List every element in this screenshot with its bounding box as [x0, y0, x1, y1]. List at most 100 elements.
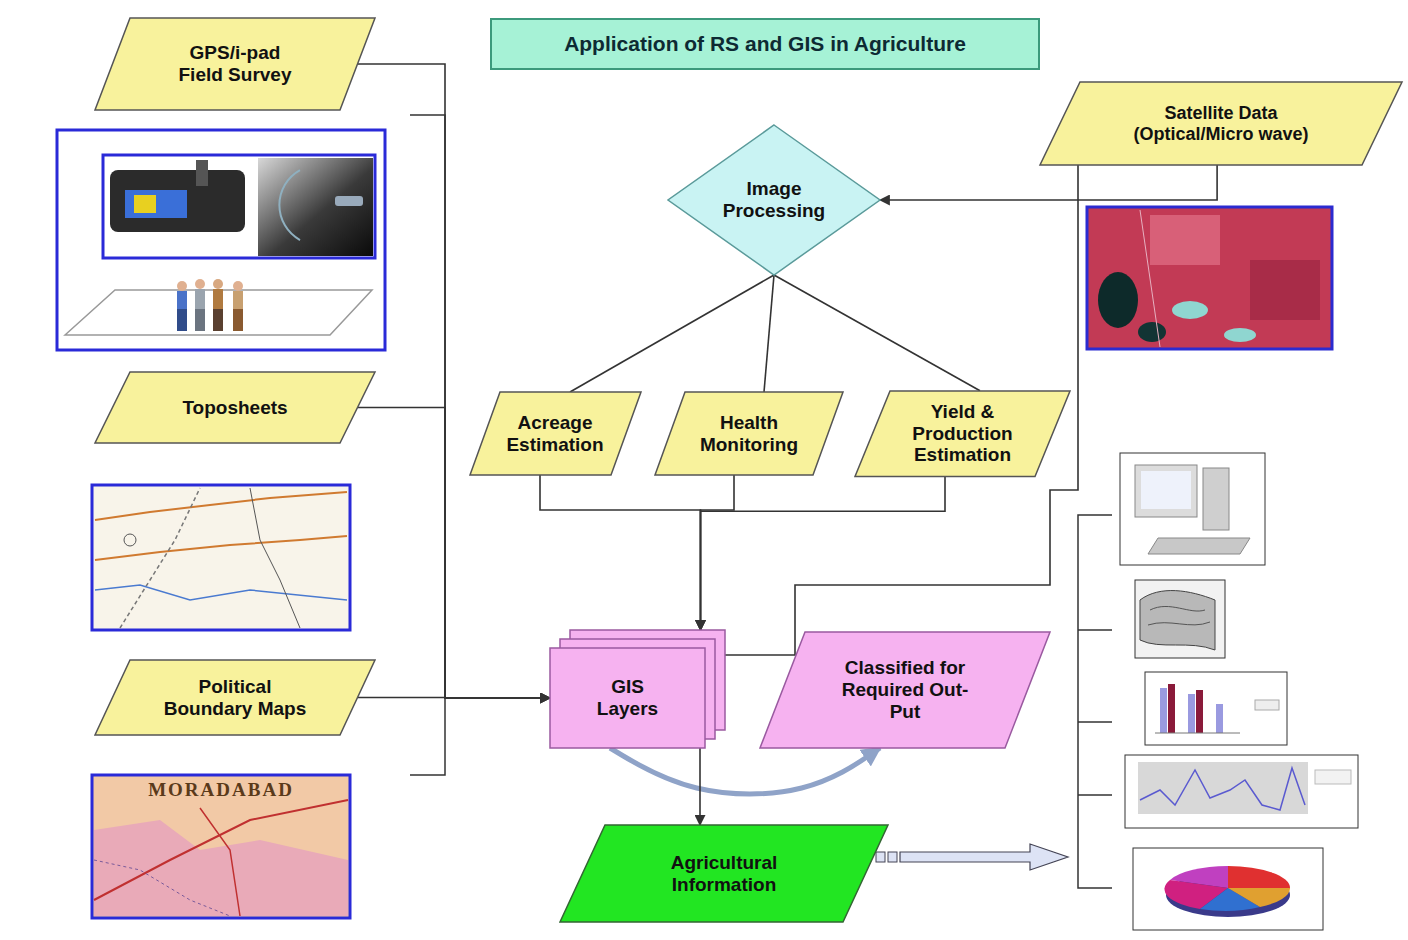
parallelogram-shape	[95, 372, 375, 443]
figure-legs	[195, 309, 205, 331]
connector	[764, 275, 774, 392]
input-parallelogram: Satellite Data (Optical/Micro wave)	[1040, 82, 1402, 165]
bar	[1160, 688, 1167, 733]
topo-settlement	[124, 534, 136, 546]
figure-head	[177, 281, 187, 291]
figure-head	[213, 279, 223, 289]
bar	[1196, 690, 1203, 733]
node-text: Image Processing	[719, 178, 829, 222]
computer-icon-frame	[1120, 453, 1265, 565]
bar-chart-frame	[1145, 672, 1287, 745]
node-text: Political Boundary Maps	[155, 676, 315, 720]
keyboard	[1148, 538, 1250, 554]
figure-head	[233, 281, 243, 291]
topo-stream	[95, 585, 347, 600]
figure-head	[195, 279, 205, 289]
map-boundary	[94, 860, 230, 916]
input-parallelogram: Political Boundary Maps	[95, 660, 375, 735]
pie-slice	[1228, 888, 1290, 907]
topo-road	[95, 492, 347, 520]
figure-legs	[213, 309, 223, 331]
node-text: GIS Layers	[588, 676, 668, 720]
map-icon-shape	[1140, 591, 1215, 650]
output-parallelogram: Classified for Required Out-Put	[760, 632, 1050, 748]
satellite-image	[1087, 207, 1332, 349]
toposheet-frame	[92, 485, 350, 630]
parallelogram-shape	[95, 660, 375, 735]
bar-axis	[1155, 733, 1240, 734]
node-text: Satellite Data (Optical/Micro wave)	[1106, 103, 1336, 144]
photo-frame	[57, 130, 385, 350]
output-bracket-tick	[1078, 629, 1112, 631]
node-text: Health Monitoring	[687, 412, 812, 456]
figure-body	[195, 289, 205, 309]
parallelogram-shape	[560, 825, 888, 922]
sat-bare-soil	[1224, 328, 1256, 342]
process-parallelogram: Health Monitoring	[655, 392, 843, 475]
connector	[540, 475, 701, 630]
node-text: Acreage Estimation	[498, 412, 613, 456]
ipad-arc	[279, 170, 300, 240]
process-parallelogram: Yield & Production Estimation	[855, 391, 1070, 477]
node-text: GPS/i-pad Field Survey	[165, 42, 305, 86]
figure-legs	[233, 309, 243, 331]
output-bracket	[1078, 515, 1112, 888]
node-text: Toposheets	[182, 397, 287, 419]
connector	[570, 275, 774, 392]
map-icon-frame	[1135, 580, 1225, 658]
output-bracket-tick	[1078, 721, 1112, 723]
topo-track	[120, 488, 200, 628]
sat-bare-soil	[1172, 301, 1208, 319]
connector	[358, 697, 551, 699]
ipad-button	[335, 196, 363, 206]
diagram-title: Application of RS and GIS in Agriculture	[564, 32, 966, 56]
node-text: Yield & Production Estimation	[893, 401, 1033, 467]
sat-field	[1150, 215, 1220, 265]
connector	[358, 64, 551, 698]
figure-legs	[177, 309, 187, 331]
surveyor-figures	[177, 279, 243, 331]
connector	[701, 475, 735, 630]
title-box: Application of RS and GIS in Agriculture	[490, 18, 1040, 70]
map-icon-lines	[1148, 606, 1210, 625]
layer-page	[550, 648, 705, 748]
map-label: MORADABAD	[92, 779, 350, 801]
line-chart-plot	[1138, 762, 1308, 814]
map-road	[200, 808, 240, 916]
node-text: Classified for Required Out-Put	[830, 657, 980, 723]
photo-inner-frame	[103, 155, 375, 258]
topo-line	[250, 488, 300, 628]
parallelogram-shape	[1040, 82, 1402, 165]
computer-tower	[1203, 468, 1229, 530]
input-parallelogram: Toposheets	[95, 372, 375, 443]
pie-slice	[1228, 866, 1290, 888]
connector	[774, 275, 980, 391]
input-bracket	[410, 115, 445, 775]
gps-device	[110, 170, 245, 232]
map-frame	[92, 775, 350, 918]
pie-chart-frame	[1133, 848, 1323, 930]
gps-screen	[125, 190, 187, 218]
sat-water	[1098, 272, 1138, 328]
parallelogram-shape	[760, 632, 1050, 748]
decision-diamond: Image Processing	[668, 125, 880, 275]
result-parallelogram: Agricultural Information	[560, 825, 888, 922]
figure-body	[233, 291, 243, 309]
parallelogram-shape	[470, 392, 641, 475]
monitor-screen	[1141, 471, 1191, 509]
layer-stack: GIS Layers	[550, 630, 725, 748]
output-bracket-tick	[1078, 794, 1112, 796]
topo-road	[95, 536, 347, 560]
process-parallelogram: Acreage Estimation	[470, 392, 641, 475]
parallelogram-shape	[855, 391, 1070, 477]
figure-body	[213, 289, 223, 309]
connector	[701, 476, 946, 630]
node-text: Agricultural Information	[654, 852, 794, 896]
gps-screen-map	[134, 195, 156, 213]
bar	[1168, 684, 1175, 733]
diamond-shape	[668, 125, 880, 275]
monitor	[1135, 465, 1197, 517]
line-series	[1140, 768, 1305, 810]
gps-antenna	[196, 160, 208, 186]
